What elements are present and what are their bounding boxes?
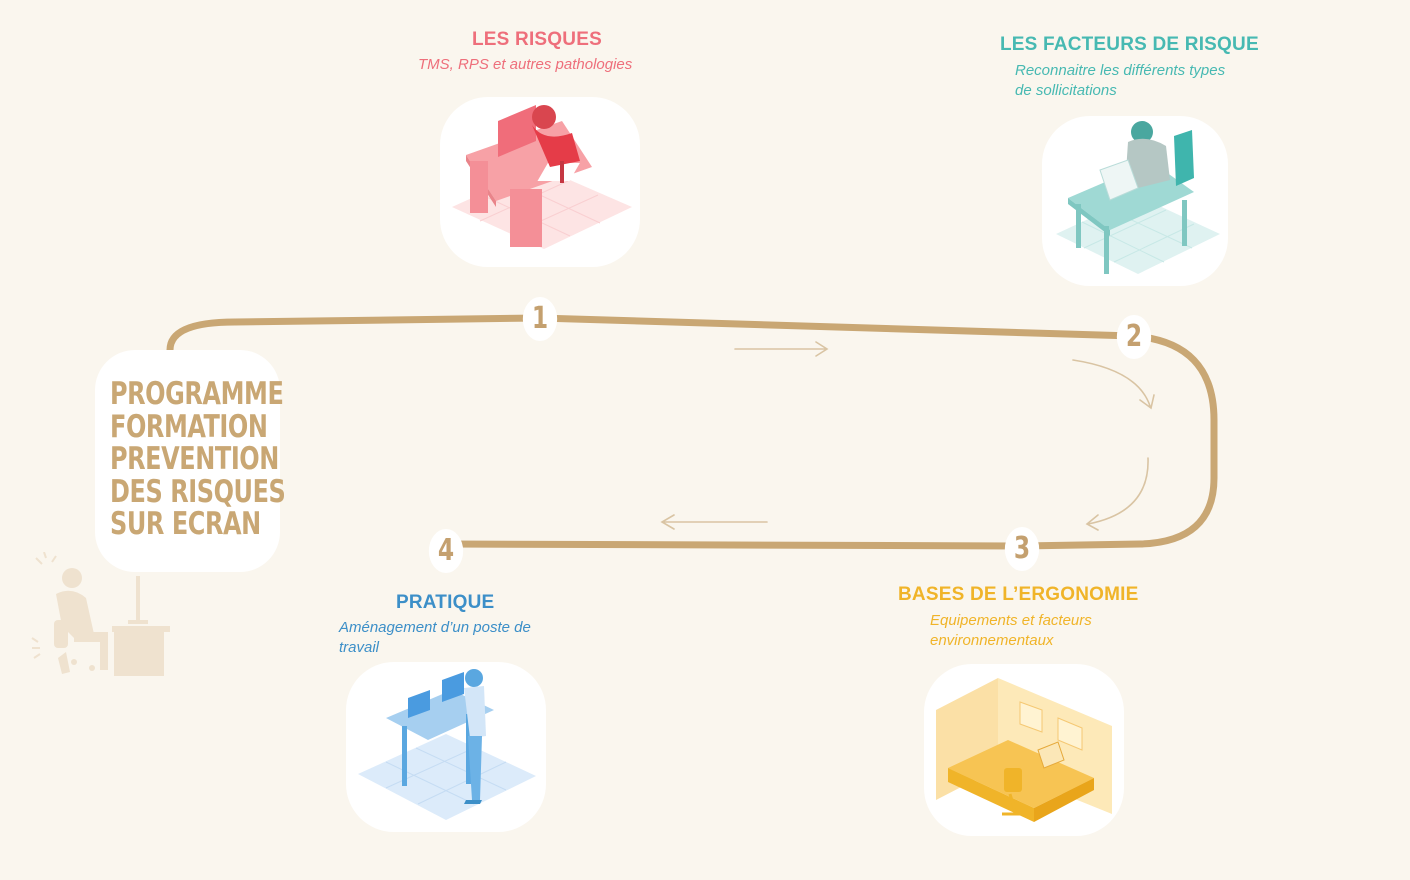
program-title: PROGRAMME FORMATION PREVENTION DES RISQU…	[110, 378, 248, 541]
step-3-title: BASES DE L’ERGONOMIE	[898, 584, 1138, 606]
program-line: DES RISQUES	[110, 476, 248, 509]
arrow-left	[662, 515, 767, 529]
step-number-3: 3	[1005, 527, 1039, 571]
step-3-subtitle-line-1: Equipements et facteurs	[930, 611, 1092, 631]
arrow-curve-left	[1087, 458, 1148, 530]
standing-desk-illustration	[346, 662, 546, 832]
step-4-title: PRATIQUE	[396, 592, 494, 614]
worker-laptop-illustration	[1042, 116, 1228, 286]
step-1-subtitle: TMS, RPS et autres pathologies	[418, 55, 632, 75]
arrow-right	[735, 342, 827, 356]
arrow-curve-down	[1073, 360, 1154, 408]
stressed-worker-illustration	[28, 552, 176, 678]
step-number-2: 2	[1117, 315, 1151, 359]
step-1-title: LES RISQUES	[472, 29, 602, 51]
step-2-subtitle-line-1: Reconnaitre les différents types	[1015, 61, 1225, 81]
step-3-subtitle-line-2: environnementaux	[930, 631, 1053, 651]
step-4-subtitle-line-1: Aménagement d’un poste de	[339, 618, 531, 638]
step-2-title: LES FACTEURS DE RISQUE	[1000, 34, 1259, 56]
step-number-1: 1	[523, 297, 557, 341]
step-2-subtitle-line-2: de sollicitations	[1015, 81, 1117, 101]
flow-arrows	[662, 342, 1154, 530]
step-number-4: 4	[429, 529, 463, 573]
stressed-desk-illustration	[440, 97, 640, 267]
step-4-subtitle-line-2: travail	[339, 638, 379, 658]
program-line: SUR ECRAN	[110, 508, 248, 541]
ergonomic-office-illustration	[924, 664, 1124, 836]
program-line: PROGRAMME	[110, 378, 248, 411]
program-line: PREVENTION	[110, 443, 248, 476]
loop-track	[170, 318, 1214, 546]
program-line: FORMATION	[110, 411, 248, 444]
